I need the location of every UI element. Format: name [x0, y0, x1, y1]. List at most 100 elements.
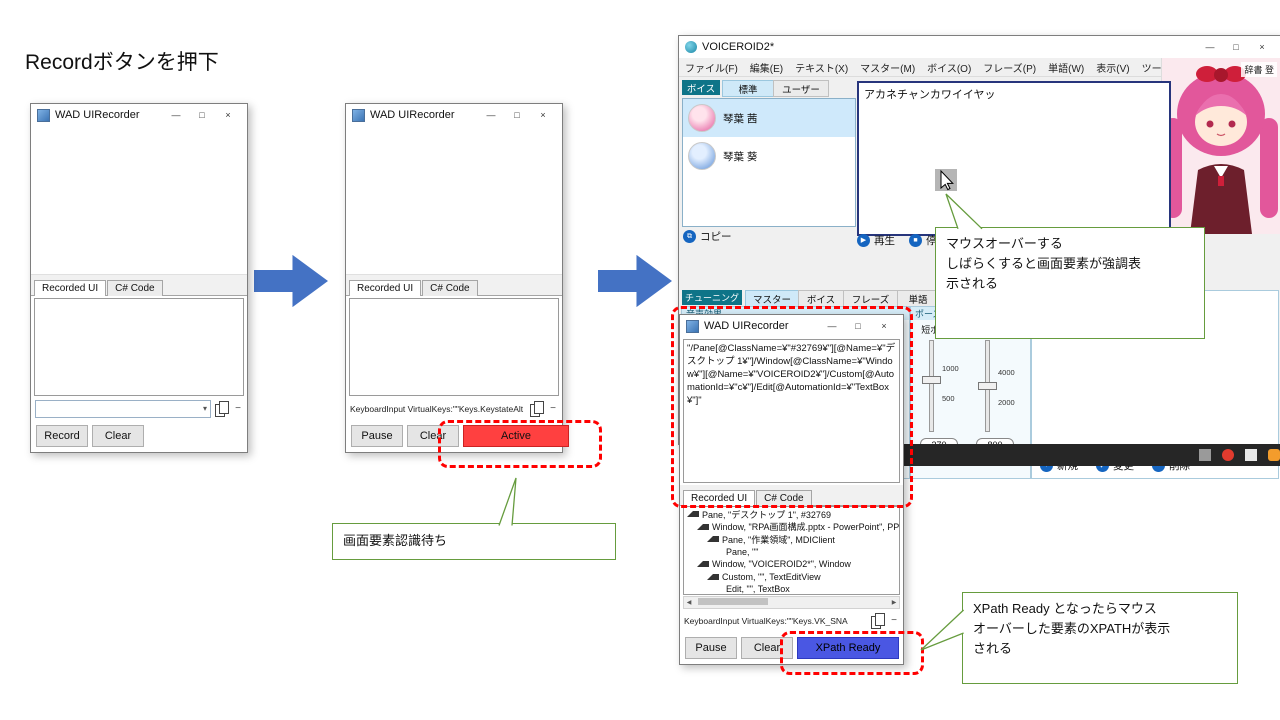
- collapse-toggle[interactable]: −: [550, 403, 556, 414]
- play-button[interactable]: ▶ 再生: [857, 233, 895, 248]
- tab-recorded-ui[interactable]: Recorded UI: [683, 490, 756, 506]
- record-button[interactable]: Record: [36, 424, 88, 447]
- avatar: [688, 142, 716, 170]
- close-icon[interactable]: ×: [540, 110, 546, 120]
- active-status-button[interactable]: Active: [463, 424, 569, 447]
- tab-tuning-voice[interactable]: ボイス: [798, 290, 844, 307]
- button-row: Pause Clear Active: [346, 419, 569, 452]
- copy-voice-button[interactable]: ⧉ コピー: [683, 229, 732, 244]
- tab-standard[interactable]: 標準: [722, 80, 774, 97]
- copy-icon[interactable]: [530, 400, 544, 417]
- pause-button[interactable]: Pause: [685, 636, 737, 659]
- titlebar: WAD UIRecorder — □ ×: [346, 104, 562, 126]
- tab-csharp-code[interactable]: C# Code: [107, 280, 163, 296]
- collapse-toggle[interactable]: −: [891, 615, 897, 626]
- scrollbar-thumb[interactable]: [698, 598, 768, 605]
- callout-waiting: 画面要素認識待ち: [332, 523, 616, 560]
- tab-user[interactable]: ユーザー: [773, 80, 829, 97]
- clear-button[interactable]: Clear: [92, 424, 144, 447]
- tray-icon-orange[interactable]: [1268, 449, 1280, 461]
- voice-item-akane[interactable]: 琴葉 茜: [683, 99, 855, 137]
- tab-csharp-code[interactable]: C# Code: [422, 280, 478, 296]
- callout-waiting-text: 画面要素認識待ち: [343, 533, 448, 549]
- tab-content-panel: [349, 298, 559, 396]
- tab-tuning-phrase[interactable]: フレーズ: [843, 290, 898, 307]
- minimize-icon[interactable]: —: [486, 110, 496, 120]
- keyboard-input-combo[interactable]: ▾: [35, 399, 211, 418]
- horizontal-scrollbar[interactable]: ◀ ▶: [683, 596, 900, 609]
- tray-icon-white[interactable]: [1245, 449, 1257, 461]
- close-icon[interactable]: ×: [881, 321, 887, 331]
- menu-item-file[interactable]: ファイル(F): [685, 63, 738, 75]
- character-illustration: [1162, 58, 1280, 234]
- voice-item-aoi[interactable]: 琴葉 葵: [683, 137, 855, 175]
- copy-label: コピー: [700, 231, 732, 243]
- flow-arrow-1: [254, 254, 328, 308]
- status-row: ▾ −: [31, 398, 247, 419]
- scroll-right-icon[interactable]: ▶: [891, 600, 897, 606]
- minimize-icon[interactable]: —: [171, 110, 181, 120]
- menu-item-word[interactable]: 単語(W): [1048, 63, 1085, 75]
- copy-icon: ⧉: [683, 230, 696, 243]
- tab-content-panel: [34, 298, 244, 396]
- menu-item-voice[interactable]: ボイス(O): [927, 63, 972, 75]
- tree-node[interactable]: Window, "RPA画面構成.pptx - PowerPoint", PPT…: [684, 521, 899, 534]
- tree-node[interactable]: Custom, "", TextEditView: [684, 571, 899, 584]
- menu-item-text[interactable]: テキスト(X): [795, 63, 849, 75]
- close-icon[interactable]: ×: [1259, 42, 1265, 52]
- tree-node[interactable]: Pane, "デスクトップ 1", #32769: [684, 508, 899, 521]
- tab-recorded-ui[interactable]: Recorded UI: [349, 280, 422, 296]
- recorded-ui-area: [31, 126, 247, 275]
- window-title: VOICEROID2*: [702, 41, 775, 53]
- tab-strip: Recorded UI C# Code: [31, 275, 247, 296]
- long-pause-slider[interactable]: 4000 2000: [967, 338, 1023, 434]
- tab-recorded-ui[interactable]: Recorded UI: [34, 280, 107, 296]
- maximize-icon[interactable]: □: [514, 110, 520, 120]
- collapse-toggle[interactable]: −: [235, 403, 241, 414]
- menu-item-edit[interactable]: 編集(E): [749, 63, 784, 75]
- xpath-output[interactable]: "/Pane[@ClassName=¥"#32769¥"][@Name=¥"デス…: [683, 339, 900, 483]
- character-art: [1161, 58, 1280, 234]
- dictionary-label[interactable]: 辞書 登: [1241, 62, 1277, 77]
- menu-item-phrase[interactable]: フレーズ(P): [983, 63, 1037, 75]
- tray-icon-red-circle[interactable]: [1222, 449, 1234, 461]
- window-title: WAD UIRecorder: [55, 109, 140, 121]
- tree-node[interactable]: Edit, "", TextBox: [726, 584, 790, 595]
- window-title: WAD UIRecorder: [370, 109, 455, 121]
- voice-name: 琴葉 葵: [723, 150, 758, 163]
- app-icon: [686, 319, 699, 333]
- xpath-ready-button[interactable]: XPath Ready: [797, 636, 899, 659]
- short-pause-slider[interactable]: 1000 500: [911, 338, 967, 434]
- tree-node[interactable]: Pane, "": [726, 546, 759, 557]
- recorder-window-2: WAD UIRecorder — □ × Recorded UI C# Code…: [345, 103, 569, 453]
- copy-icon[interactable]: [871, 612, 885, 629]
- tab-tuning-word[interactable]: 単語: [897, 290, 939, 307]
- maximize-icon[interactable]: □: [199, 110, 205, 120]
- titlebar: VOICEROID2* — □ ×: [679, 36, 1280, 58]
- tuning-section-label: チューニング: [682, 290, 742, 305]
- tray-icon-gray[interactable]: [1199, 449, 1211, 461]
- status-row: KeyboardInput VirtualKeys:""Keys.VK_SNA …: [680, 610, 903, 631]
- menu-item-master[interactable]: マスター(M): [860, 63, 916, 75]
- pause-button[interactable]: Pause: [351, 424, 403, 447]
- text-editor[interactable]: アカネチャンカワイイヤッ: [857, 81, 1171, 236]
- flow-arrow-2: [598, 254, 672, 308]
- mouse-cursor: [932, 166, 960, 199]
- minimize-icon[interactable]: —: [1205, 42, 1215, 52]
- close-icon[interactable]: ×: [225, 110, 231, 120]
- maximize-icon[interactable]: □: [1233, 42, 1239, 52]
- tab-csharp-code[interactable]: C# Code: [756, 490, 812, 506]
- scroll-left-icon[interactable]: ◀: [686, 600, 692, 606]
- maximize-icon[interactable]: □: [855, 321, 861, 331]
- tree-node[interactable]: Window, "VOICEROID2*", Window: [684, 558, 899, 571]
- clear-button[interactable]: Clear: [741, 636, 793, 659]
- tab-tuning-master[interactable]: マスター: [745, 290, 799, 307]
- tree-node[interactable]: Pane, "作業領域", MDIClient: [684, 533, 899, 546]
- titlebar: WAD UIRecorder — □ ×: [31, 104, 247, 126]
- clear-button[interactable]: Clear: [407, 424, 459, 447]
- menu-item-view[interactable]: 表示(V): [1096, 63, 1130, 75]
- copy-icon[interactable]: [215, 400, 229, 417]
- play-label: 再生: [874, 234, 895, 247]
- minimize-icon[interactable]: —: [827, 321, 837, 331]
- tab-strip: Recorded UI C# Code: [680, 485, 903, 506]
